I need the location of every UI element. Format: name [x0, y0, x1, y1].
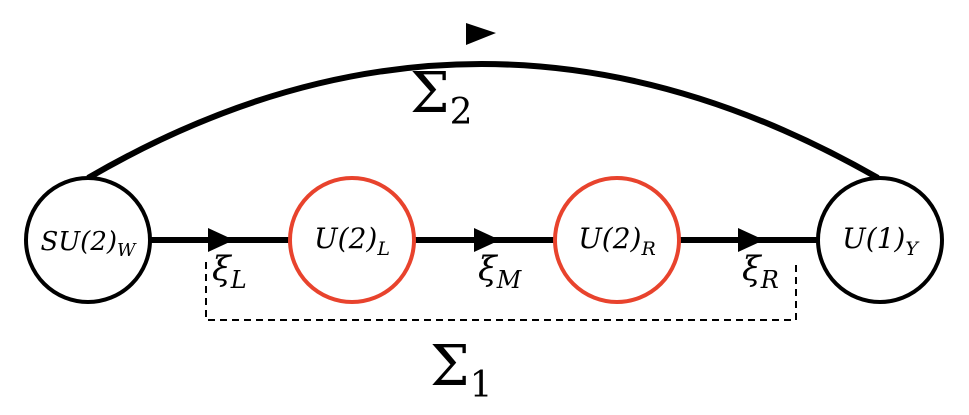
node-label-su2w: SU(2)W: [40, 227, 137, 261]
sigma1-dashed-bracket: [205, 262, 797, 321]
sigma1-label: Σ1: [430, 334, 493, 406]
sigma2-arrow-icon: [466, 23, 496, 45]
node-label-u1y: U(1)Y: [842, 222, 920, 260]
arrow-xi-r-icon: [738, 228, 764, 252]
node-u1y: [816, 176, 944, 304]
edge-label-xi-r: ξR: [742, 249, 779, 294]
sigma2-label: Σ2: [410, 61, 473, 133]
node-u2r: [553, 176, 681, 304]
edge-label-xi-l: ξL: [212, 249, 247, 294]
node-label-u2l: U(2)L: [314, 222, 390, 260]
sigma2-arc: [86, 61, 880, 181]
node-label-u2r: U(2)R: [578, 222, 656, 260]
node-u2l: [288, 176, 416, 304]
node-su2w: [24, 176, 152, 304]
edge-label-xi-m: ξM: [478, 249, 523, 294]
arrow-xi-l-icon: [208, 228, 234, 252]
arrow-xi-m-icon: [474, 228, 500, 252]
